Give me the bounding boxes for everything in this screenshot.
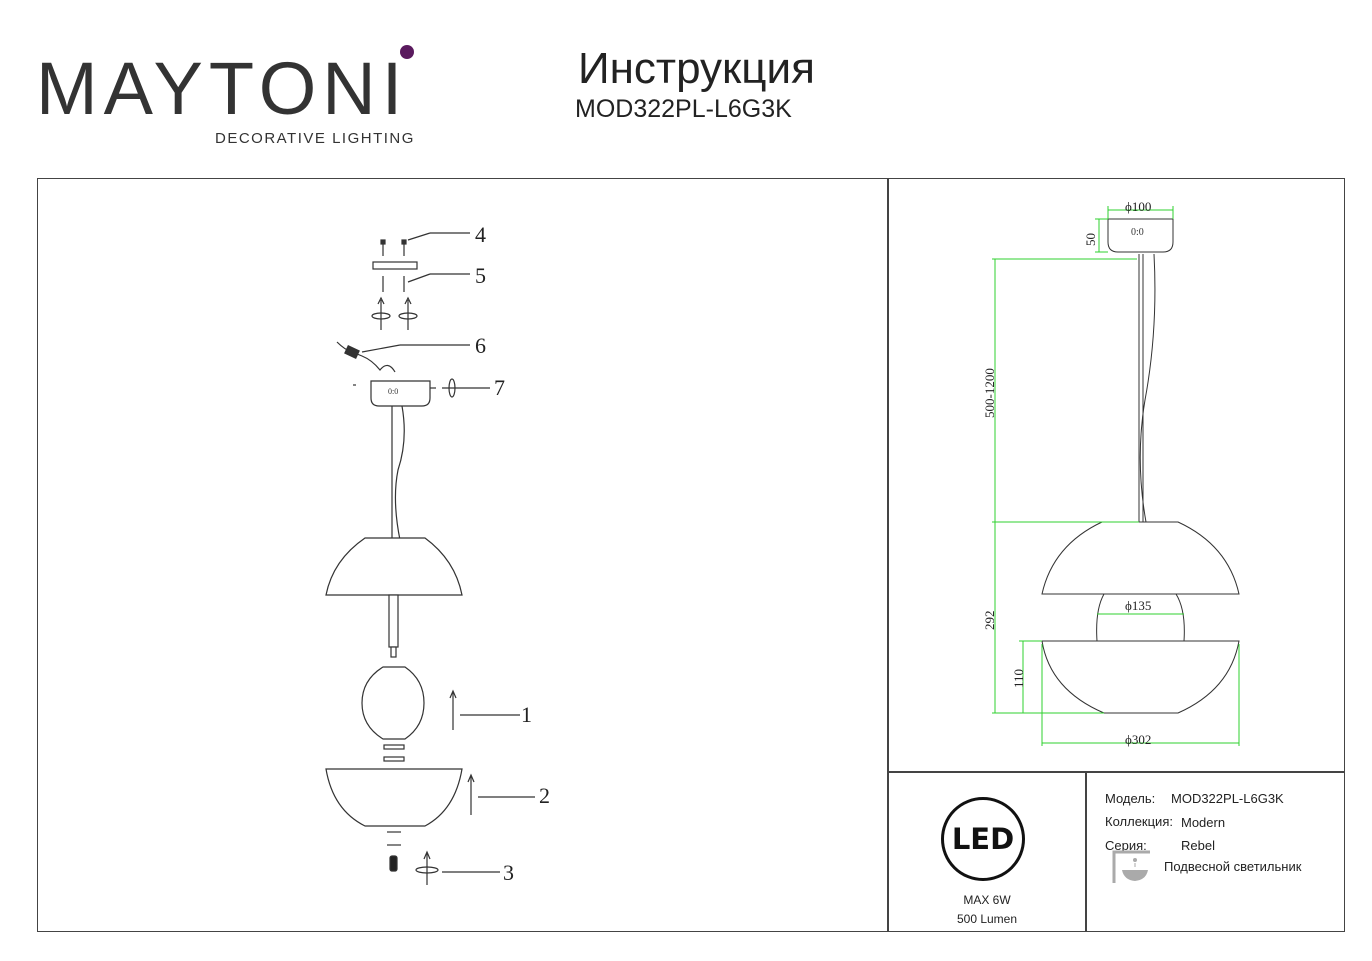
model-value: MOD322PL-L6G3K [1171, 791, 1284, 806]
led-lumen: 500 Lumen [956, 912, 1018, 926]
dim-bowl-height: 110 [1011, 669, 1026, 688]
divider [1085, 771, 1087, 932]
callout-3: 3 [503, 860, 514, 885]
collection-label: Коллекция: [1105, 814, 1173, 829]
series-label: Серия: [1105, 838, 1147, 853]
page-title: Инструкция [578, 44, 815, 93]
dim-canopy-diameter: ϕ100 [1125, 199, 1151, 214]
dim-shade-diameter: ϕ302 [1125, 732, 1151, 747]
canopy [370, 380, 431, 407]
divider [887, 771, 1345, 773]
callout-7: 7 [494, 375, 505, 400]
led-power: MAX 6W [963, 893, 1011, 907]
drawing-frame [37, 178, 1345, 932]
brand-logo: MAYTONI [36, 47, 409, 130]
logo-dot [400, 45, 414, 59]
rotate-arrow-icon [415, 850, 439, 885]
brand-tagline: DECORATIVE LIGHTING [215, 130, 415, 147]
svg-text:0:0: 0:0 [388, 387, 398, 396]
mounting-bracket [372, 261, 418, 270]
dim-cable-length: 500-1200 [982, 368, 997, 418]
globe [361, 666, 425, 740]
dim-lamp-height: 292 [982, 611, 997, 631]
callout-5: 5 [475, 263, 486, 288]
divider [887, 178, 889, 932]
collection-value: Modern [1181, 815, 1226, 830]
series-value: Rebel [1181, 838, 1215, 853]
lamp-type: Подвесной светильник [1164, 859, 1302, 874]
rotate-arrow-icon [398, 296, 418, 330]
lower-bowl [325, 768, 463, 827]
model-code: MOD322PL-L6G3K [575, 95, 792, 123]
dimension-drawing: 0:0 ϕ100 ϕ135 ϕ302 50 500-1200 292 110 [982, 199, 1240, 747]
dim-globe-diameter: ϕ135 [1125, 598, 1151, 613]
model-label: Модель: [1105, 791, 1156, 806]
callout-2: 2 [539, 783, 550, 808]
rotate-arrow-icon [371, 296, 391, 330]
svg-text:0:0: 0:0 [1131, 227, 1144, 238]
led-badge: LED [941, 797, 1025, 881]
canopy-marking: 0:0 [1131, 227, 1144, 238]
screw-icon [401, 239, 407, 256]
callout-1: 1 [521, 702, 532, 727]
dim-canopy-height: 50 [1083, 233, 1098, 246]
screw-icon [380, 239, 386, 256]
upper-shade [325, 537, 463, 596]
callout-6: 6 [475, 333, 486, 358]
assembly-diagram: 0:0 4 5 6 7 1 2 3 [325, 222, 550, 885]
callout-4: 4 [475, 222, 486, 247]
pendant-lamp-icon [1112, 850, 1150, 883]
